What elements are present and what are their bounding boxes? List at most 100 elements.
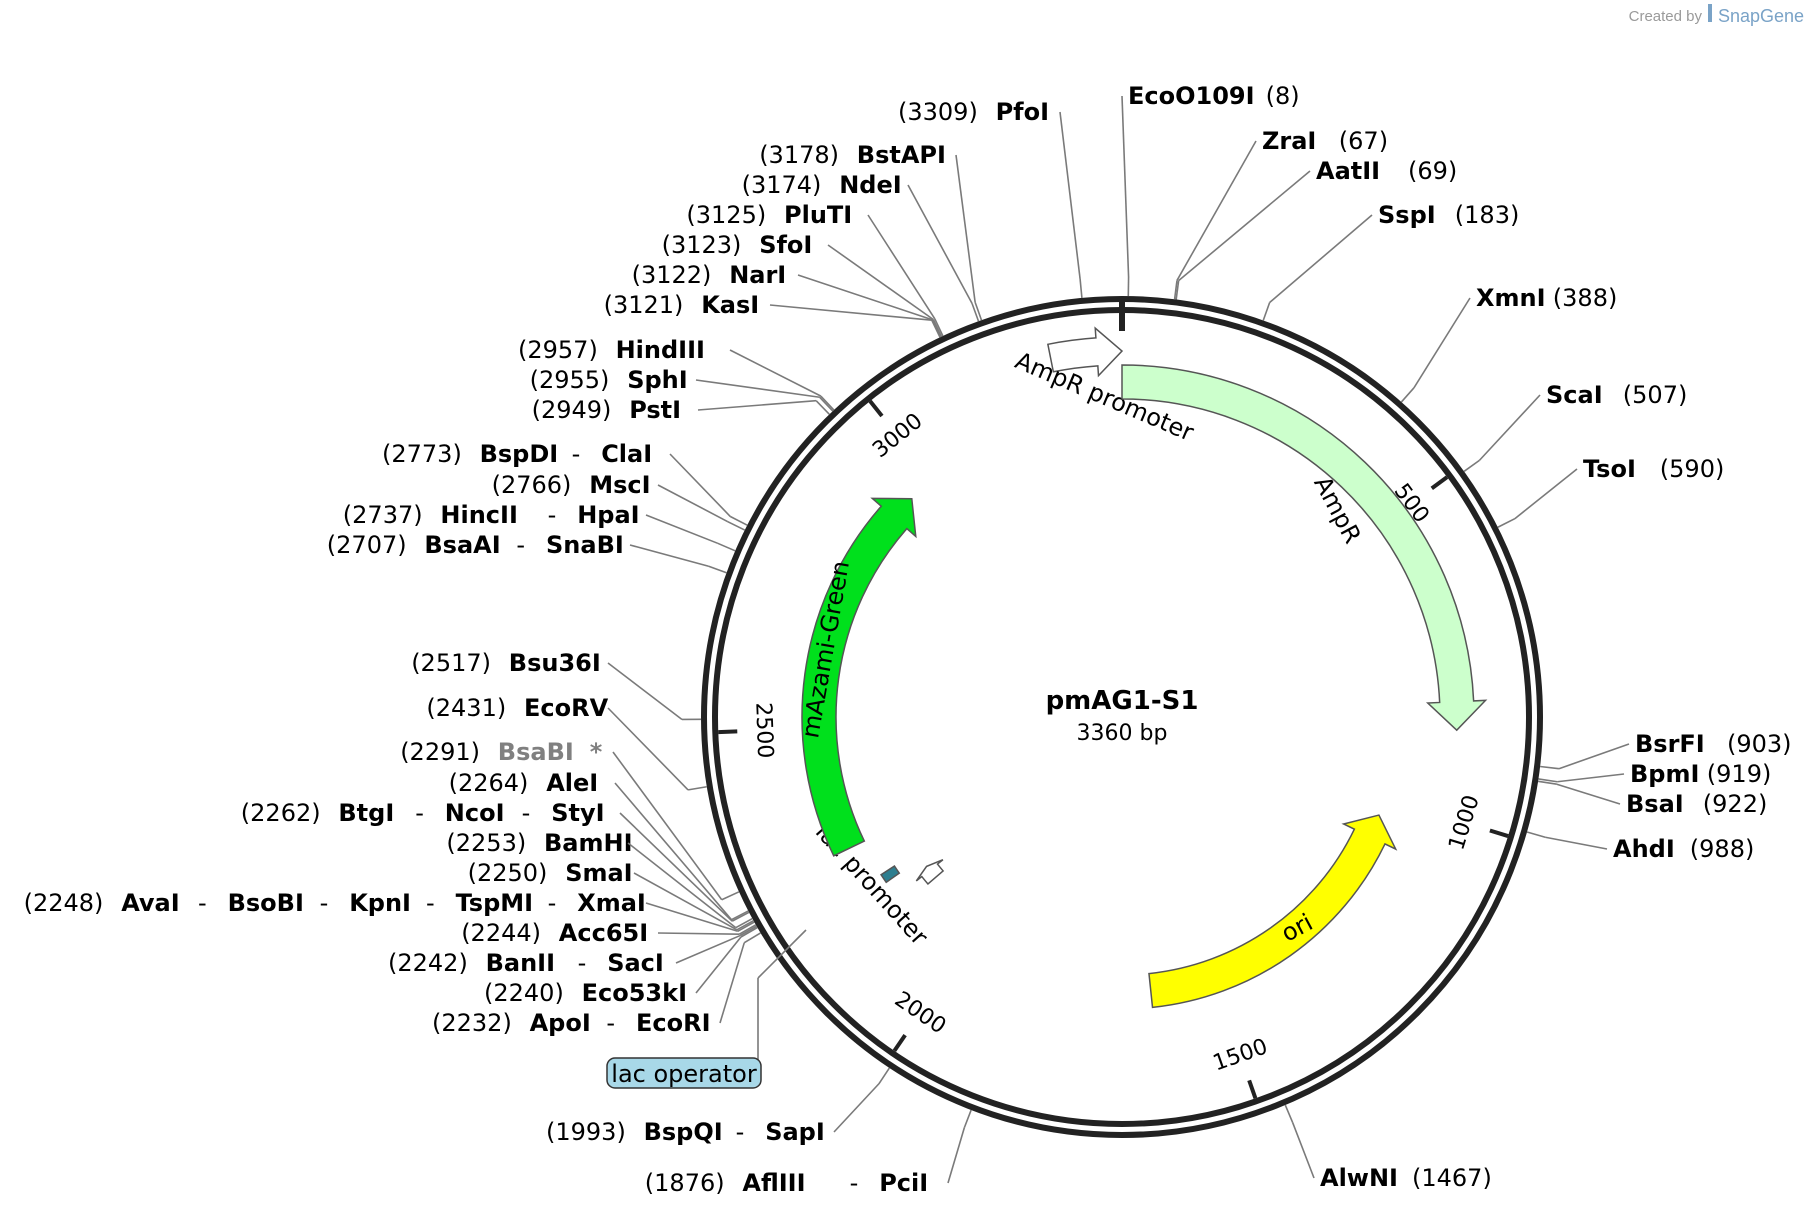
site-position: (3122): [632, 261, 712, 289]
tick-500: [1430, 475, 1449, 490]
site-label-tsoi: TsoI(590): [1583, 455, 1724, 483]
site-label-ahdi: AhdI(988): [1613, 835, 1754, 863]
site-tick-tsoi: [1497, 517, 1516, 528]
site-bsabi: (2291)BsaBI*: [400, 738, 740, 901]
site-position: (2291): [400, 738, 480, 766]
site-label-banii: (2242)BanII-SacI: [388, 949, 664, 977]
site-position: (2240): [484, 979, 564, 1007]
site-zrai: ZraI(67): [1173, 127, 1388, 300]
site-label-bstapi: (3178) BstAPI: [759, 141, 946, 169]
site-enzyme-name: NdeI: [839, 171, 901, 199]
site-tick-sspi: [1262, 302, 1271, 321]
site-bsai: BsaI(922): [1537, 780, 1767, 818]
site-enzyme-name: AvaI: [121, 889, 180, 917]
site-name-separator: -: [522, 799, 531, 827]
site-position: (3178): [759, 141, 839, 169]
site-bsrfi: BsrFI(903): [1539, 730, 1792, 770]
site-label-pluti: (3125)PluTI: [686, 201, 852, 229]
site-bspqi-sapi: (1993)BspQI-SapI: [546, 1067, 891, 1146]
site-position: (2242): [388, 949, 468, 977]
site-enzyme-name: SnaBI: [546, 531, 624, 559]
site-leader-bsrfi: [1558, 743, 1630, 770]
site-position: (2250): [468, 859, 548, 887]
site-enzyme-name: Acc65I: [559, 919, 648, 947]
site-nari: (3122)NarI: [632, 261, 942, 338]
site-position: (2262): [241, 799, 321, 827]
site-btgi-ncoi-styi: (2262)BtgI-NcoI-StyI: [241, 799, 750, 922]
site-label-zrai: ZraI(67): [1262, 127, 1388, 155]
site-hincii-hpai: (2737)HincII-HpaI: [343, 501, 736, 552]
site-label-ndei: (3174)NdeI: [742, 171, 902, 199]
site-label-ecoo109i: EcoO109I(8): [1128, 82, 1300, 110]
site-position: (1467): [1412, 1164, 1492, 1192]
site-label-xmni: XmnI(388): [1476, 284, 1617, 312]
site-label-bsaai: (2707)BsaAI-SnaBI: [327, 531, 624, 559]
site-enzyme-name: SfoI: [759, 231, 812, 259]
site-label-kasi: (3121)KasI: [604, 291, 760, 319]
site-enzyme-name: Eco53kI: [582, 979, 687, 1007]
site-label-alei: (2264)AleI: [449, 769, 599, 797]
snapgene-logo-icon: [1708, 4, 1712, 22]
site-enzyme-name: ClaI: [601, 440, 652, 468]
site-position: (2707): [327, 531, 407, 559]
site-enzyme-name: BanII: [486, 949, 555, 977]
site-leader-hindiii: [729, 349, 822, 397]
site-position: (2232): [432, 1009, 512, 1037]
site-leader-banii: [675, 934, 741, 964]
site-tick-bspdi: [729, 515, 748, 526]
site-label-bsrfi: BsrFI(903): [1635, 730, 1792, 758]
site-leader-bstapi: [955, 154, 976, 303]
site-tick-alwni: [1284, 1104, 1294, 1123]
tick-label-1000: 1000: [1444, 792, 1484, 853]
site-enzyme-name: HpaI: [577, 501, 639, 529]
site-label-eco53ki: (2240) Eco53kI: [484, 979, 687, 1007]
feature-lac-promoter: [915, 859, 945, 886]
site-leader-pluti: [867, 214, 936, 320]
site-ecorv: (2431)EcoRV: [426, 694, 707, 791]
site-position: (3123): [662, 231, 742, 259]
plasmid-backbone: [701, 296, 1543, 1138]
site-enzyme-name: BpmI: [1630, 760, 1699, 788]
lac-operator-callout-label: lac operator: [611, 1060, 757, 1088]
site-smai: (2250) SmaI: [468, 859, 754, 931]
site-label-bsu36i: (2517)Bsu36I: [411, 649, 601, 677]
site-enzyme-name: BspQI: [644, 1118, 723, 1146]
site-name-separator: -: [426, 889, 435, 917]
site-tick-ndei: [971, 303, 980, 322]
site-label-acc65i: (2244)Acc65I: [461, 919, 648, 947]
site-bsu36i: (2517)Bsu36I: [411, 649, 702, 721]
site-enzyme-name: SphI: [627, 366, 687, 394]
site-sphi: (2955)SphI: [530, 366, 834, 412]
site-leader-scai: [1478, 394, 1541, 461]
site-enzyme-name: PfoI: [996, 98, 1049, 126]
lac-operator-callout-leader-2: [757, 929, 807, 979]
site-position: (2957): [518, 336, 598, 364]
site-leader-afliii: [947, 1127, 966, 1184]
site-tick-bsrfi: [1539, 765, 1560, 770]
site-enzyme-name: BstAPI: [857, 141, 946, 169]
site-enzyme-name: AleI: [546, 769, 598, 797]
site-tick-aatii: [1175, 280, 1180, 300]
site-leader-pfoi: [1059, 111, 1081, 280]
site-leader-acc65i: [657, 932, 740, 935]
site-bpmi: BpmI(919): [1538, 760, 1771, 788]
site-leader-bsaai: [629, 544, 709, 568]
site-label-bsai: BsaI(922): [1626, 790, 1767, 818]
site-enzyme-name: AhdI: [1613, 835, 1675, 863]
site-label-bspdi: (2773)BspDI-ClaI: [382, 440, 652, 468]
feature-mazami-green: [801, 497, 917, 857]
site-enzyme-name: EcoO109I: [1128, 82, 1255, 110]
plasmid-name: pmAG1-S1: [1046, 686, 1199, 716]
site-name-separator: -: [548, 501, 557, 529]
site-label-hindiii: (2957) HindIII: [518, 336, 705, 364]
site-label-scai: ScaI(507): [1546, 381, 1687, 409]
site-tick-acc65i: [738, 924, 757, 935]
site-xmni: XmnI(388): [1400, 284, 1617, 403]
plasmid-length: 3360 bp: [1077, 721, 1168, 746]
site-msci: (2766)MscI: [492, 471, 746, 531]
site-tick-avai: [737, 921, 755, 932]
site-enzyme-name: ApoI: [530, 1009, 591, 1037]
site-enzyme-name: HindIII: [616, 336, 705, 364]
site-enzyme-name: SmaI: [565, 859, 632, 887]
site-enzyme-name: AatII: [1316, 157, 1380, 185]
